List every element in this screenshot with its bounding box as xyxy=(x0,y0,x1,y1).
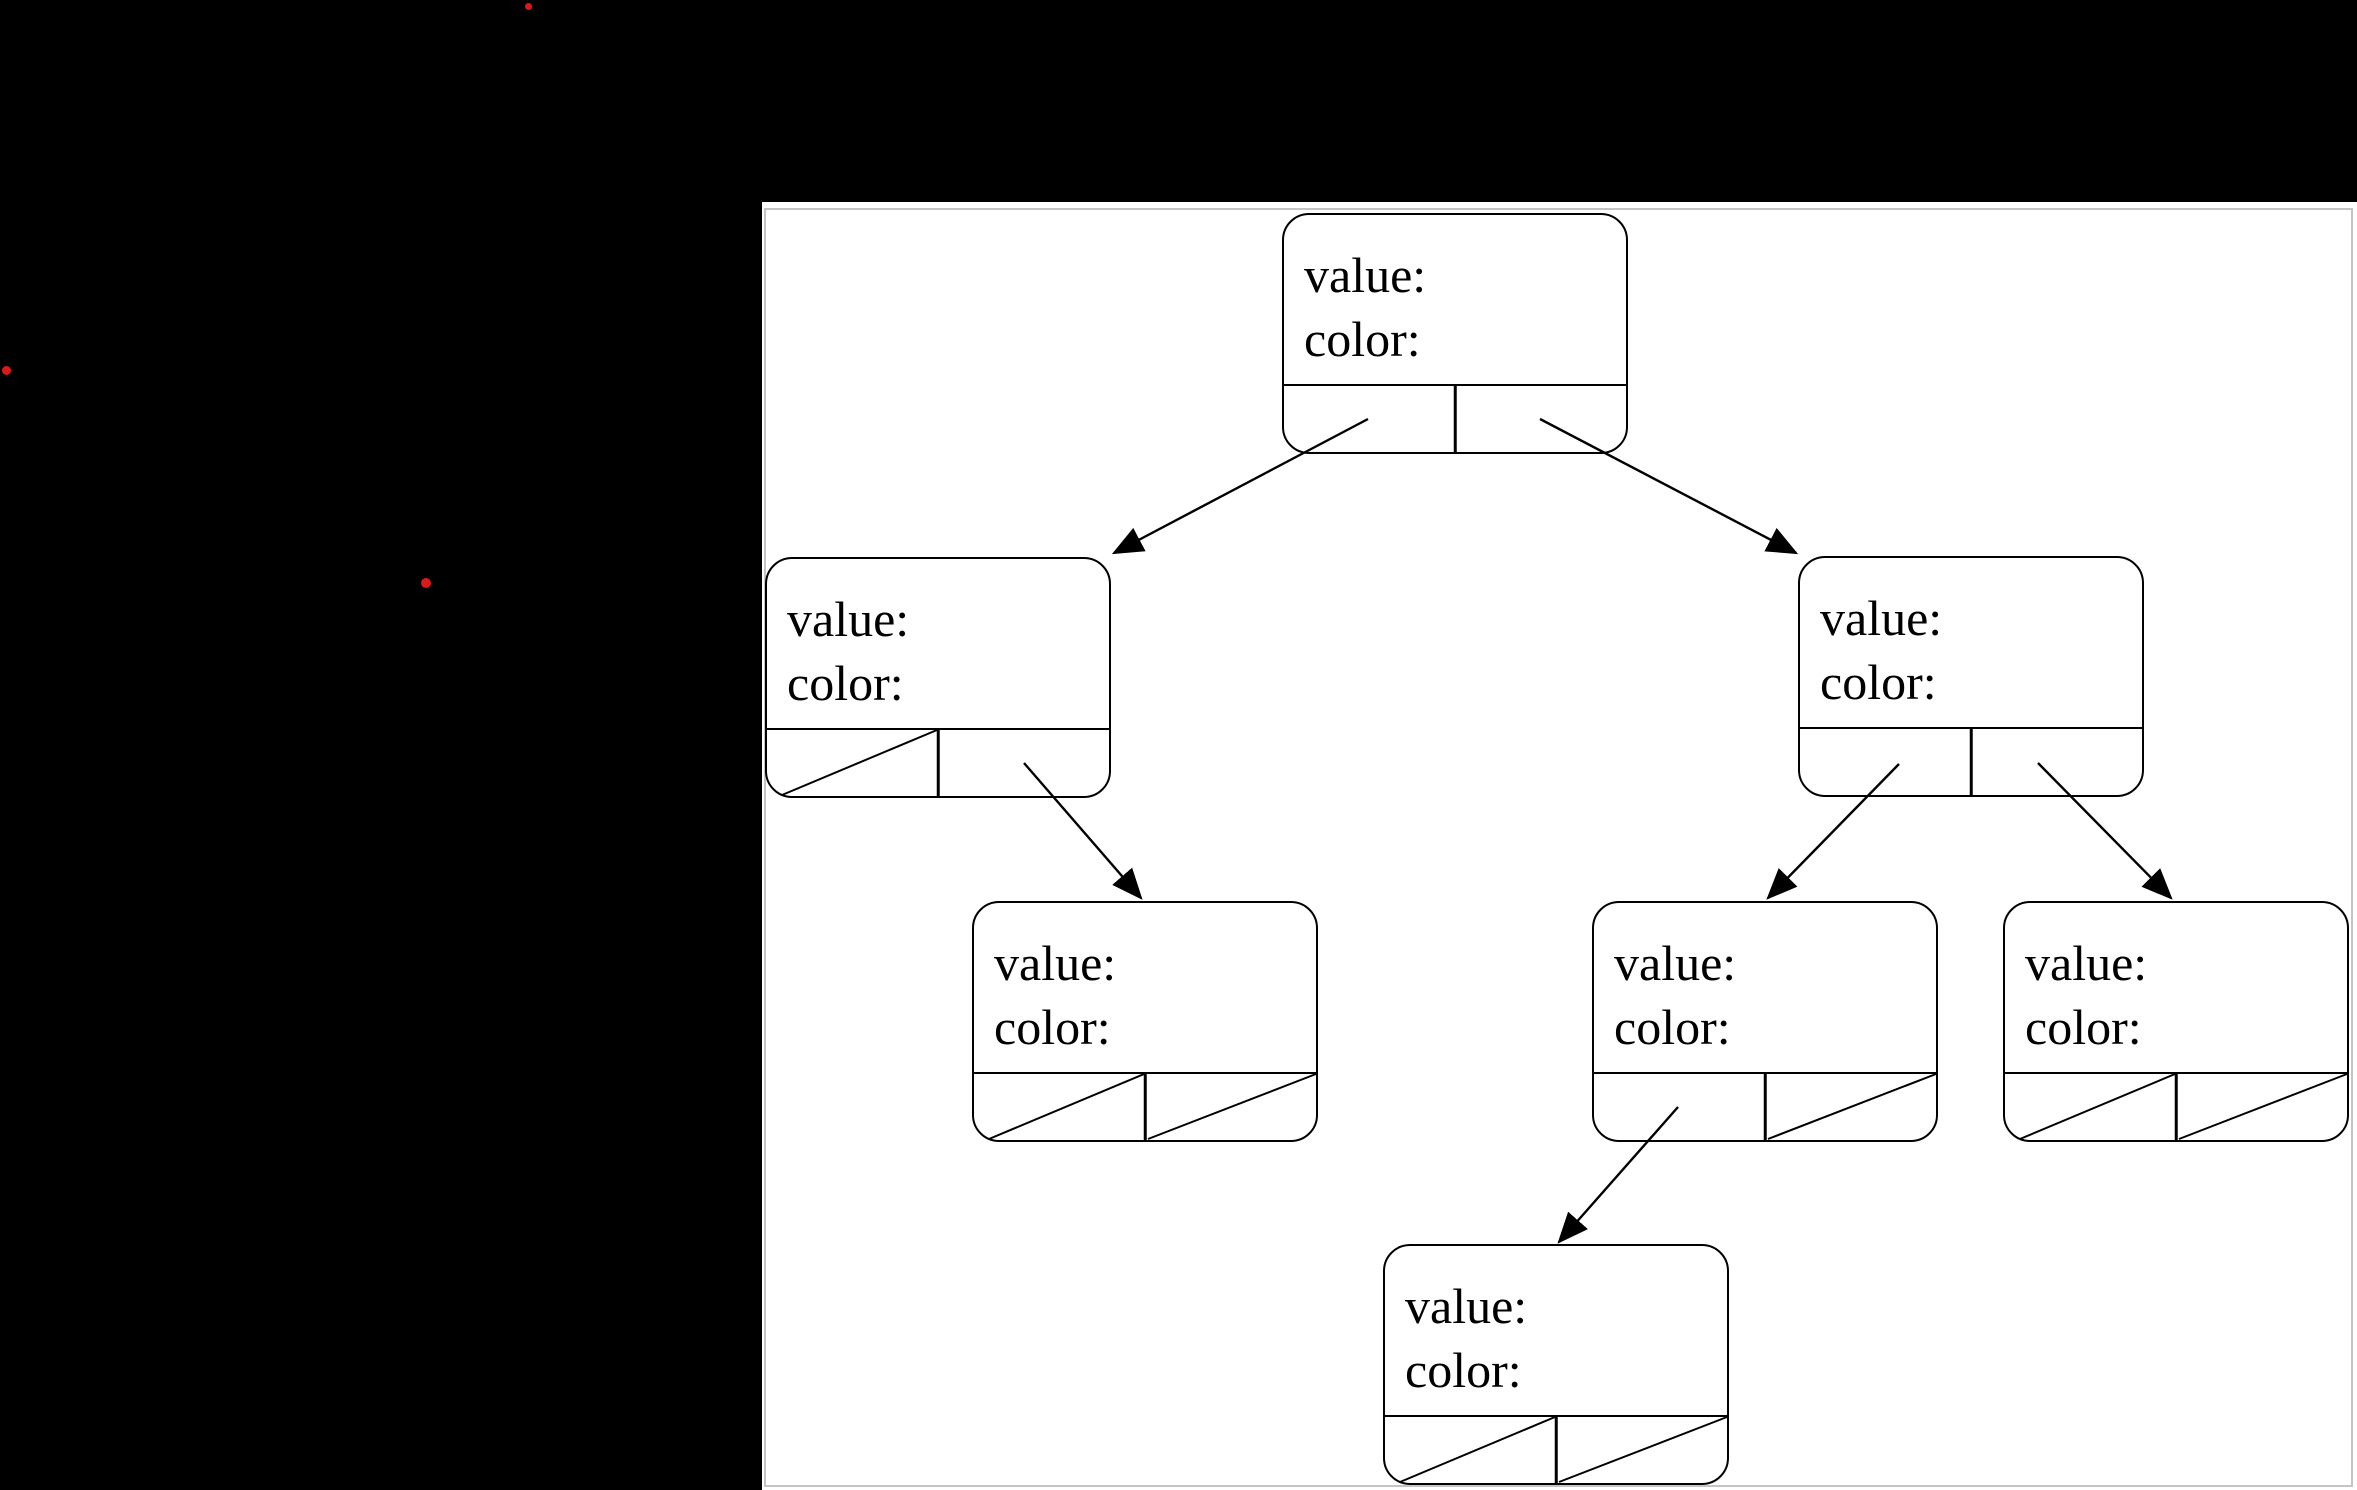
pointer-row xyxy=(1284,384,1626,452)
tree-node-root: value: color: xyxy=(1282,213,1628,454)
pointer-divider xyxy=(936,730,940,796)
pointer-divider xyxy=(1969,729,1973,795)
value-label: value: xyxy=(1304,247,1427,303)
tree-node-left-child: value: color: xyxy=(765,557,1111,798)
tree-node-left-right-grandchild: value: color: xyxy=(972,901,1318,1142)
color-label: color: xyxy=(1405,1342,1522,1398)
pointer-row xyxy=(974,1072,1316,1140)
pointer-divider xyxy=(1143,1074,1147,1140)
pointer-divider xyxy=(2174,1074,2178,1140)
value-label: value: xyxy=(1820,590,1943,646)
red-dot xyxy=(1,365,11,375)
pointer-divider xyxy=(1554,1417,1558,1483)
color-label: color: xyxy=(1614,999,1731,1055)
pointer-row xyxy=(1594,1072,1936,1140)
node-text: value: color: xyxy=(994,931,1116,1059)
node-text: value: color: xyxy=(1304,243,1426,371)
value-label: value: xyxy=(787,591,910,647)
tree-node-right-child: value: color: xyxy=(1798,556,2144,797)
panel-border xyxy=(764,208,2353,1487)
color-label: color: xyxy=(1820,654,1937,710)
tree-node-bottom-node: value: color: xyxy=(1383,1244,1729,1485)
value-label: value: xyxy=(1614,935,1737,991)
color-label: color: xyxy=(2025,999,2142,1055)
node-text: value: color: xyxy=(2025,931,2147,1059)
node-text: value: color: xyxy=(1820,586,1942,714)
pointer-row xyxy=(1385,1415,1727,1483)
tree-node-right-left-grandchild: value: color: xyxy=(1592,901,1938,1142)
value-label: value: xyxy=(2025,935,2148,991)
pointer-divider xyxy=(1453,386,1457,452)
pointer-row xyxy=(1800,727,2142,795)
pointer-row xyxy=(767,728,1109,796)
node-text: value: color: xyxy=(1405,1274,1527,1402)
color-label: color: xyxy=(787,655,904,711)
value-label: value: xyxy=(1405,1278,1528,1334)
node-text: value: color: xyxy=(787,587,909,715)
value-label: value: xyxy=(994,935,1117,991)
red-dot xyxy=(524,2,532,10)
color-label: color: xyxy=(994,999,1111,1055)
red-dot xyxy=(421,578,431,588)
node-text: value: color: xyxy=(1614,931,1736,1059)
pointer-divider xyxy=(1763,1074,1767,1140)
color-label: color: xyxy=(1304,311,1421,367)
tree-node-right-right-grandchild: value: color: xyxy=(2003,901,2349,1142)
pointer-row xyxy=(2005,1072,2347,1140)
